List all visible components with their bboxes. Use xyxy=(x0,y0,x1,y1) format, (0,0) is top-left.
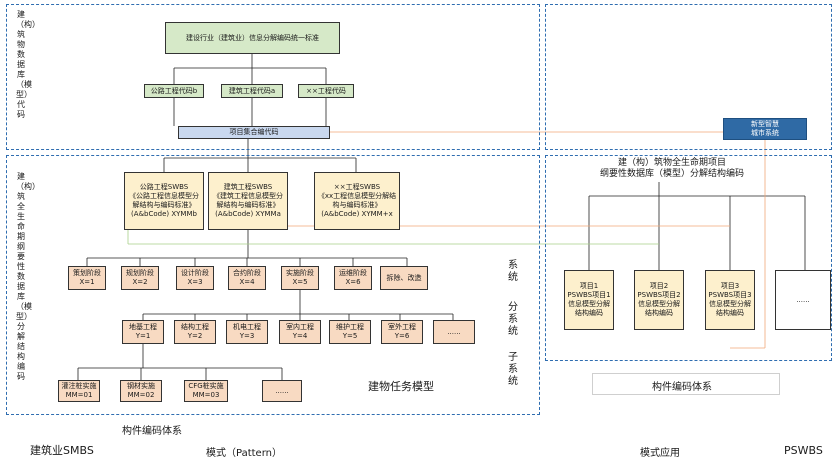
stage-box-4: 合约阶段 X=4 xyxy=(228,266,266,290)
component-coding-label-left: 构件编码体系 xyxy=(122,426,182,437)
project-box-more: ...... xyxy=(775,270,831,330)
frame-database-code xyxy=(6,4,540,150)
building-task-model-label: 建物任务模型 xyxy=(368,380,434,393)
subsystem-box-3: 机电工程 Y=3 xyxy=(226,320,268,344)
stage-box-5: 实施阶段 X=5 xyxy=(281,266,319,290)
sys-label-child-system: 子系统 xyxy=(508,352,518,387)
stage-box-7: 拆除、改造 xyxy=(380,266,428,290)
swbs-box-building: 建筑工程SWBS 《建筑工程信息模型分 解结构与编码标准》 (A&bCode) … xyxy=(208,172,288,230)
footer-pattern: 模式（Pattern） xyxy=(206,448,282,459)
vlabel-lifecycle-code: 建（构）筑全生命期纲要性数据库（模型）分解结构编码 xyxy=(16,172,40,381)
subsystem-box-more: ...... xyxy=(433,320,475,344)
smart-city-box: 新型智慧 城市系统 xyxy=(723,118,807,140)
code-box-highway: 公路工程代码b xyxy=(144,84,204,98)
unified-standard-box: 建设行业（建筑业）信息分解编码统一标准 xyxy=(165,22,340,54)
subsystem-box-5: 维护工程 Y=5 xyxy=(329,320,371,344)
project-box-2: 项目2 PSWBS项目2 信息模型分解 结构编码 xyxy=(634,270,684,330)
swbs-box-highway: 公路工程SWBS 《公路工程信息模型分 解结构与编码标准》 (A&bCode) … xyxy=(124,172,204,230)
footer-pattern-application: 模式应用 xyxy=(640,448,680,459)
subsystem-box-1: 地基工程 Y=1 xyxy=(122,320,164,344)
code-box-other: ××工程代码 xyxy=(298,84,354,98)
subsystem-box-6: 室外工程 Y=6 xyxy=(381,320,423,344)
swbs-box-other: ××工程SWBS 《xx工程信息模型分解结 构与编码标准》 (A&bCode) … xyxy=(314,172,400,230)
component-box-more: ...... xyxy=(262,380,302,402)
sys-label-subsystem: 分系统 xyxy=(508,302,518,337)
component-box-1: 灌注桩实施 MM=01 xyxy=(58,380,100,402)
stage-box-6: 运维阶段 X=6 xyxy=(334,266,372,290)
sys-label-system: 系统 xyxy=(508,260,518,283)
stage-box-3: 设计阶段 X=3 xyxy=(176,266,214,290)
frame-smart-city xyxy=(545,4,832,150)
stage-box-1: 策划阶段 X=1 xyxy=(68,266,106,290)
project-box-1: 项目1 PSWBS项目1 信息模型分解 结构编码 xyxy=(564,270,614,330)
code-box-building: 建筑工程代码a xyxy=(221,84,283,98)
footer-smbs: 建筑业SMBS xyxy=(30,444,94,457)
subsystem-box-4: 室内工程 Y=4 xyxy=(279,320,321,344)
frame-project-pswbs xyxy=(545,155,832,361)
component-box-3: CFG桩实施 MM=03 xyxy=(184,380,228,402)
vlabel-database-code: 建（构）筑物数据库（模型）代码 xyxy=(16,10,40,119)
component-coding-box-right xyxy=(592,373,780,395)
subsystem-box-2: 结构工程 Y=2 xyxy=(174,320,216,344)
component-coding-label-right: 构件编码体系 xyxy=(652,382,712,393)
project-set-code-box: 项目集合编代码 xyxy=(178,126,330,139)
frame-lifecycle-code xyxy=(6,155,540,415)
project-box-3: 项目3 PSWBS项目3 信息模型分解 结构编码 xyxy=(705,270,755,330)
stage-box-2: 规划阶段 X=2 xyxy=(121,266,159,290)
component-box-2: 钢材实施 MM=02 xyxy=(120,380,162,402)
footer-pswbs: PSWBS xyxy=(784,444,823,457)
right-title: 建（构）筑物全生命期项目 纲要性数据库（模型）分解结构编码 xyxy=(600,158,745,179)
